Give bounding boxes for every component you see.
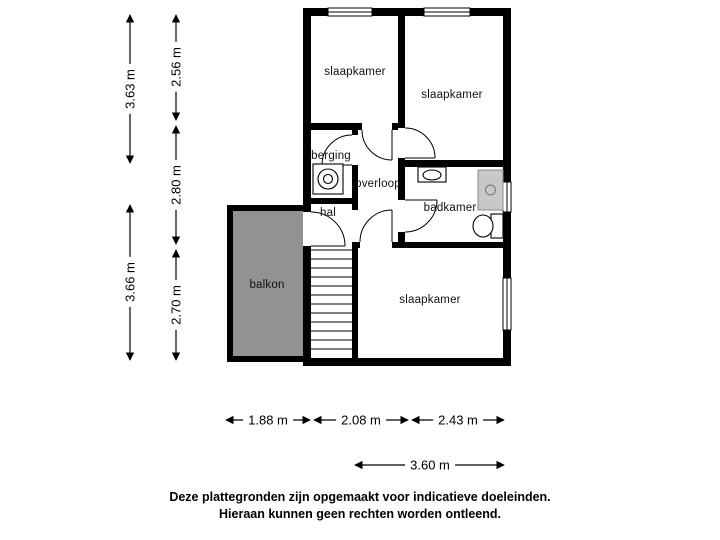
washing-machine-icon — [312, 163, 344, 195]
room-label-berging: berging — [311, 150, 351, 162]
dim-bottom-right: 2.43 m — [433, 412, 483, 428]
door-arc-icon — [361, 129, 393, 161]
balcony-floor — [233, 211, 303, 356]
dim-bottom-middle: 2.08 m — [336, 412, 386, 428]
dim-left-inner-middle: 2.80 m — [168, 160, 184, 210]
balcony-structure — [227, 205, 311, 362]
door-arc-icon — [310, 211, 346, 247]
sink-icon — [417, 166, 447, 183]
fixtures — [312, 163, 504, 239]
shower-icon — [477, 169, 504, 211]
disclaimer-line-2: Hieraan kunnen geen rechten worden ontle… — [219, 507, 501, 521]
wall-openings — [303, 123, 405, 248]
disclaimer-line-1: Deze plattegronden zijn opgemaakt voor i… — [169, 490, 551, 504]
dimension-lines — [125, 14, 505, 470]
dim-bottom-total: 3.60 m — [405, 457, 455, 473]
dim-left-outer-top: 3.63 m — [122, 64, 138, 114]
window-icon — [327, 7, 373, 17]
room-label-badkamer: badkamer — [423, 202, 477, 214]
room-label-hal: hal — [320, 207, 336, 219]
room-label-slaapkamer-top-left: slaapkamer — [324, 66, 386, 78]
stairs-icon — [311, 249, 352, 350]
room-label-slaapkamer-top-right: slaapkamer — [421, 89, 483, 101]
room-label-overloop: overloop — [355, 178, 401, 190]
dim-left-inner-bottom: 2.70 m — [168, 280, 184, 330]
window-icon — [423, 7, 471, 17]
door-arc-icon — [359, 209, 393, 243]
room-label-slaapkamer-bottom: slaapkamer — [399, 294, 461, 306]
dim-left-outer-bottom: 3.66 m — [122, 257, 138, 307]
door-arc-icon — [404, 199, 438, 233]
room-label-balkon: balkon — [249, 279, 285, 291]
window-icon — [502, 277, 512, 331]
window-icon — [502, 181, 512, 213]
dim-bottom-balkon: 1.88 m — [243, 412, 293, 428]
door-arc-icon — [404, 127, 436, 159]
dim-left-inner-top: 2.56 m — [168, 42, 184, 92]
toilet-icon — [472, 213, 504, 239]
